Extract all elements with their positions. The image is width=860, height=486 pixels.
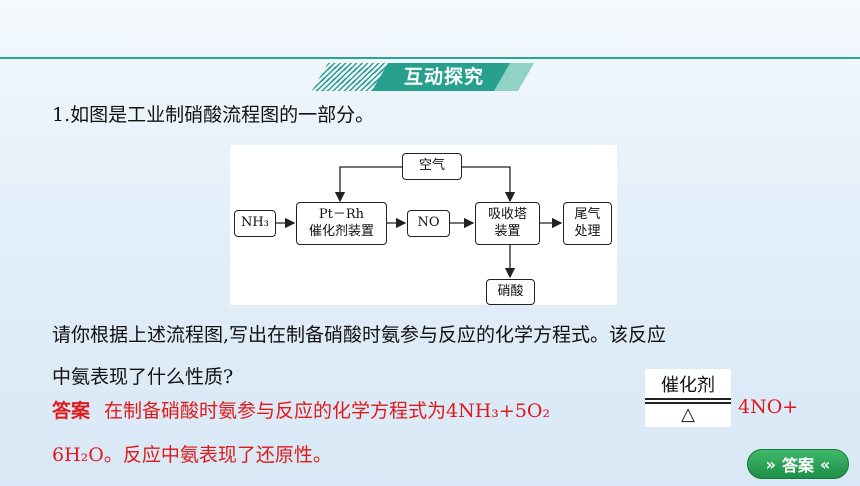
box-absorber: 吸收塔 装置: [475, 202, 540, 245]
box-no-label: NO: [417, 215, 440, 231]
box-tail-line1: 尾气: [574, 207, 601, 223]
box-nitric-acid: 硝酸: [486, 279, 535, 305]
header-divider: [0, 57, 860, 59]
flowchart-arrows: [276, 166, 563, 279]
double-chevron-right-icon: »: [765, 454, 776, 474]
answer-line1: 答案在制备硝酸时氨参与反应的化学方程式为4NH₃+5O₂: [52, 396, 550, 423]
section-banner: 互动探究: [310, 63, 535, 91]
answer-button-label: 答案: [781, 456, 814, 475]
box-tail-line2: 处理: [574, 223, 601, 239]
double-chevron-left-icon: «: [820, 454, 831, 474]
equals-line-bottom: [645, 402, 731, 404]
box-nh3: NH₃: [234, 210, 276, 237]
answer-equation-left: 在制备硝酸时氨参与反应的化学方程式为4NH₃+5O₂: [104, 400, 551, 422]
box-acid-label: 硝酸: [497, 283, 524, 299]
question-title: 1.如图是工业制硝酸流程图的一部分。: [52, 104, 375, 126]
section-title: 互动探究: [403, 66, 484, 88]
answer-equation-right: 4NO+: [738, 396, 799, 418]
box-absorber-line1: 吸收塔: [487, 207, 527, 223]
box-air: 空气: [402, 153, 462, 180]
condition-heat: △: [681, 404, 695, 425]
condition-catalyst: 催化剂: [661, 375, 715, 396]
box-air-label: 空气: [418, 158, 445, 174]
box-tail-gas: 尾气 处理: [563, 202, 612, 245]
reaction-condition: 催化剂 △: [645, 369, 731, 427]
question-text-line1: 请你根据上述流程图,写出在制备硝酸时氨参与反应的化学方程式。该反应: [52, 324, 667, 346]
arrow-air-absorber: [462, 166, 516, 203]
box-absorber-line2: 装置: [494, 223, 521, 239]
question-text-line2: 中氨表现了什么性质?: [52, 366, 234, 388]
answer-button[interactable]: » 答案 «: [747, 449, 849, 479]
box-no: NO: [407, 210, 450, 237]
answer-line2: 6H₂O。反应中氨表现了还原性。: [52, 444, 332, 466]
flowchart: 空气 NH₃ Pt－Rh 催化剂装置 NO 吸收塔 装置 尾气 处理 硝酸: [230, 145, 617, 305]
equals-line-top: [645, 398, 731, 400]
box-catalyst-line1: Pt－Rh: [318, 207, 365, 223]
arrow-air-catalyst: [334, 166, 402, 203]
answer-label: 答案: [52, 400, 91, 422]
box-catalyst-line2: 催化剂装置: [308, 223, 374, 239]
box-catalyst: Pt－Rh 催化剂装置: [296, 202, 387, 245]
box-nh3-label: NH₃: [241, 215, 269, 231]
